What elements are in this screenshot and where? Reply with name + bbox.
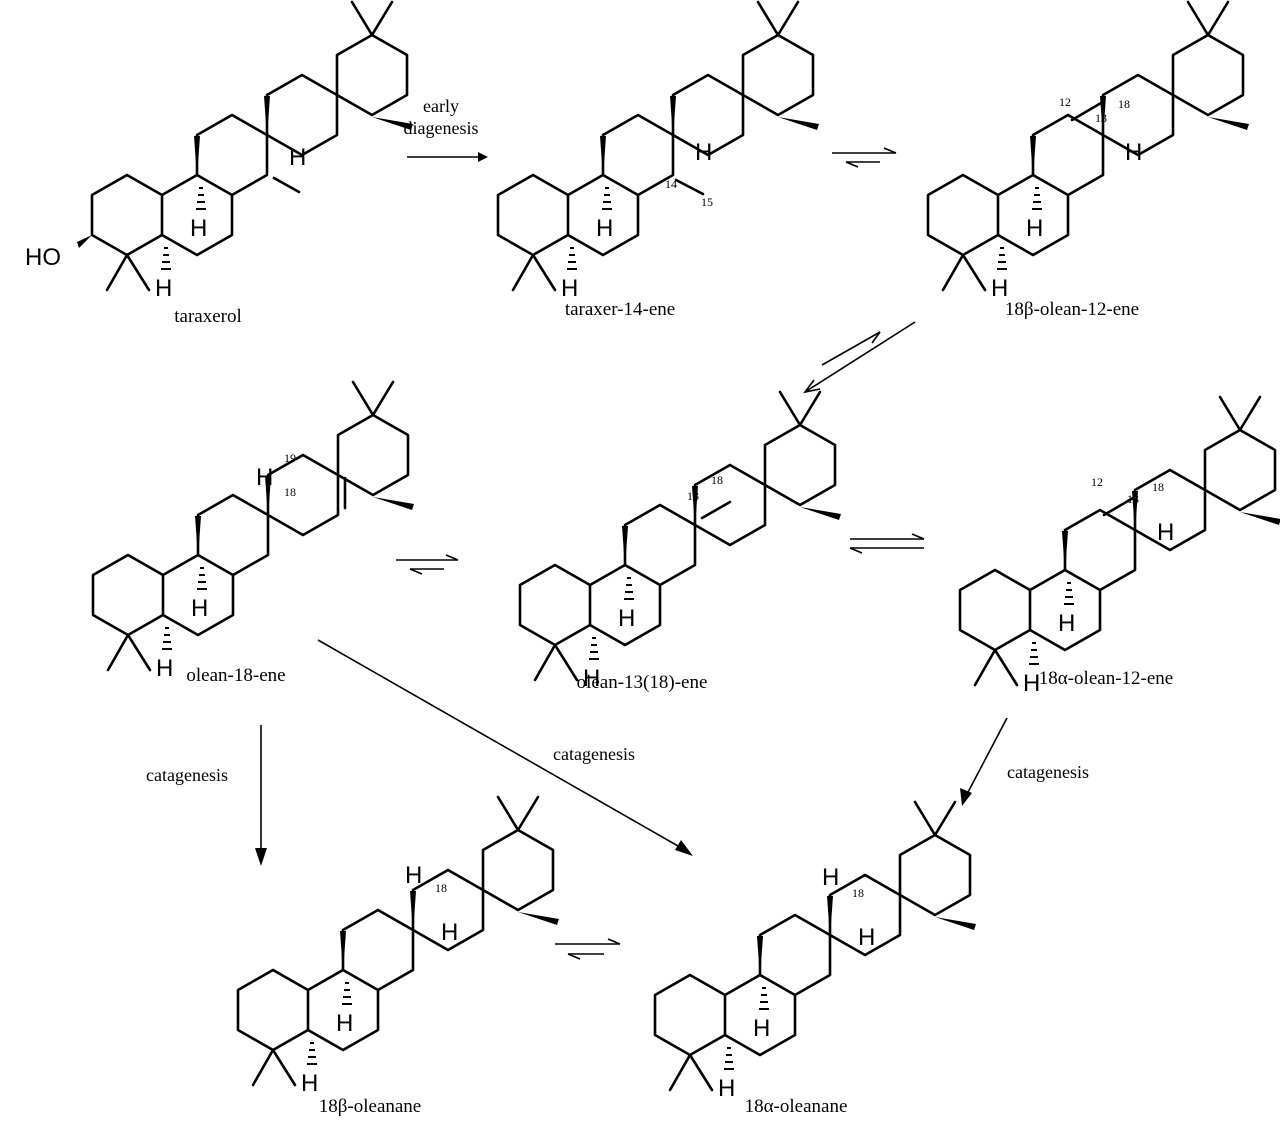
svg-text:H: H xyxy=(289,144,306,171)
svg-text:13: 13 xyxy=(1095,111,1107,125)
beta-oleanane-name: 18β-oleanane xyxy=(319,1096,422,1117)
svg-text:18: 18 xyxy=(1118,97,1130,111)
catagenesis-label-left: catagenesis xyxy=(146,765,228,785)
taraxerol-name: taraxerol xyxy=(174,306,242,327)
svg-text:18: 18 xyxy=(852,886,864,900)
svg-text:18: 18 xyxy=(435,881,447,895)
equilibrium-arrows-2 xyxy=(803,321,916,394)
svg-text:18: 18 xyxy=(711,473,723,487)
catagenesis-label-right: catagenesis xyxy=(1007,762,1089,782)
svg-text:H: H xyxy=(405,862,422,889)
svg-text:H: H xyxy=(1125,139,1142,166)
svg-text:12: 12 xyxy=(1091,475,1103,489)
hydroxyl-label: HO xyxy=(25,244,61,271)
svg-text:19: 19 xyxy=(284,451,296,465)
svg-text:18: 18 xyxy=(284,485,296,499)
equilibrium-arrows-1 xyxy=(832,147,897,168)
taraxerol-structure: HO H xyxy=(25,0,415,304)
alpha-olean-12-ene-structure: H 12 13 18 xyxy=(958,395,1280,699)
svg-text:13: 13 xyxy=(687,489,699,503)
diagenesis-label: diagenesis xyxy=(404,118,479,138)
equilibrium-arrows-5 xyxy=(555,938,621,960)
svg-text:H: H xyxy=(695,139,712,166)
alpha-olean-12-ene-name: 18α-olean-12-ene xyxy=(1039,668,1173,689)
equilibrium-arrows-3 xyxy=(396,554,459,575)
svg-text:13: 13 xyxy=(1127,492,1139,506)
svg-text:14: 14 xyxy=(665,177,677,191)
svg-text:12: 12 xyxy=(1059,95,1071,109)
svg-text:H: H xyxy=(858,924,875,951)
svg-text:18: 18 xyxy=(1152,480,1164,494)
catagenesis-arrow-right xyxy=(965,717,1008,797)
svg-text:H: H xyxy=(1157,519,1174,546)
alpha-oleanane-structure: H H 18 xyxy=(653,800,978,1104)
svg-text:H: H xyxy=(441,919,458,946)
svg-text:H: H xyxy=(822,864,839,891)
taraxer-14-ene-structure: H 14 15 xyxy=(496,0,821,304)
catagenesis-label-center: catagenesis xyxy=(553,744,635,764)
catagenesis-arrow-center xyxy=(317,639,686,851)
olean-13-18-ene-structure: 13 18 xyxy=(518,390,843,694)
equilibrium-arrows-4 xyxy=(849,533,925,554)
beta-olean-12-ene-name: 18β-olean-12-ene xyxy=(1005,299,1139,320)
alpha-oleanane-name: 18α-oleanane xyxy=(745,1096,848,1117)
svg-text:15: 15 xyxy=(701,195,713,209)
beta-olean-12-ene-structure: H 12 13 18 xyxy=(926,0,1251,304)
olean-18-ene-structure: H 19 18 xyxy=(91,380,416,684)
olean-13-18-ene-name: olean-13(18)-ene xyxy=(577,672,708,693)
taraxer-14-ene-name: taraxer-14-ene xyxy=(565,299,675,320)
svg-text:H: H xyxy=(256,464,273,491)
olean-18-ene-name: olean-18-ene xyxy=(186,665,285,686)
early-label: early xyxy=(423,96,459,116)
beta-oleanane-structure: H H 18 xyxy=(236,795,561,1099)
